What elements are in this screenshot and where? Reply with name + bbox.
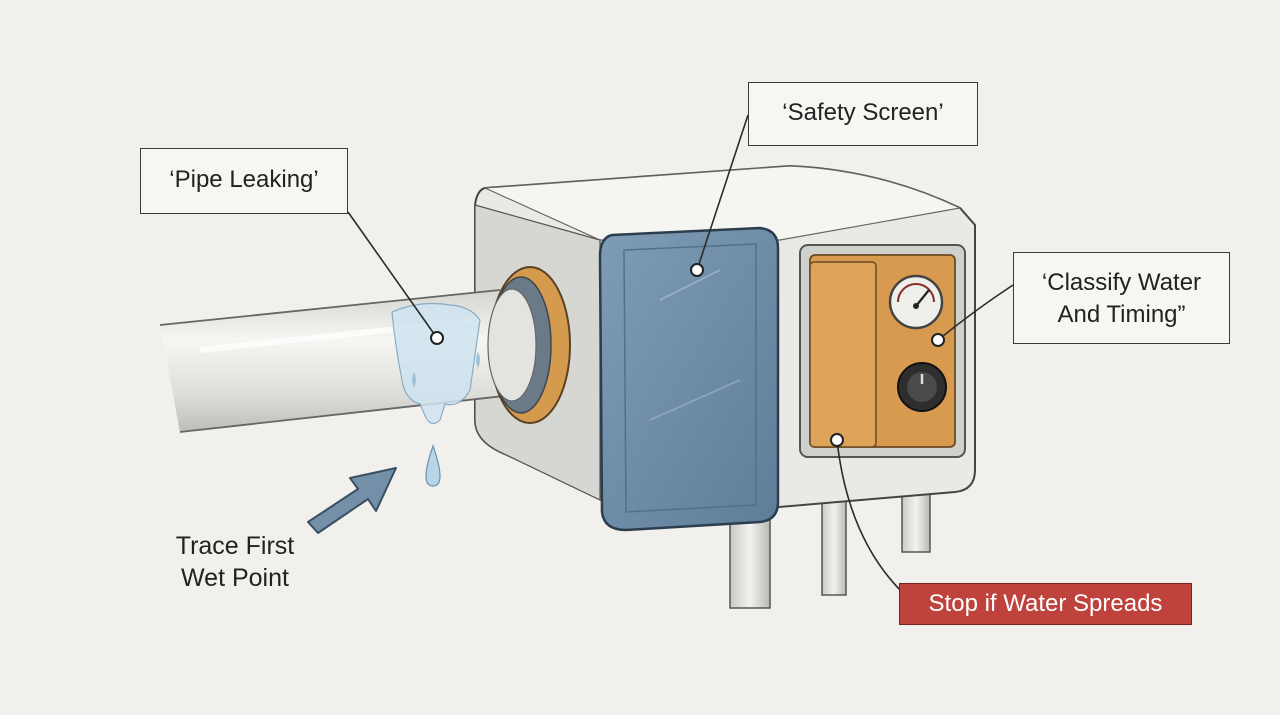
label-stop-spread-text: Stop if Water Spreads	[928, 590, 1163, 617]
trace-arrow-icon	[307, 467, 397, 534]
label-trace-wet-point: Trace First Wet Point	[150, 530, 320, 594]
label-stop-spread: Stop if Water Spreads	[899, 583, 1192, 625]
label-pipe-leaking-text: ‘Pipe Leaking’	[169, 166, 319, 193]
label-classify-line2: And Timing”	[1057, 301, 1186, 328]
label-trace-line2: Wet Point	[181, 564, 289, 592]
leader-classify-water	[937, 284, 1014, 341]
leak-water	[391, 302, 481, 487]
safety-screen-cover	[598, 226, 780, 532]
label-classify-water: ‘Classify Water And Timing”	[1013, 252, 1230, 344]
callout-dots	[430, 263, 945, 447]
leader-pipe-leaking	[347, 211, 438, 339]
label-trace-line1: Trace First	[175, 532, 295, 560]
leader-lines	[347, 114, 1014, 596]
leader-safety-screen	[696, 114, 749, 271]
control-panel	[799, 244, 966, 458]
water-drop	[425, 444, 441, 487]
label-safety-screen-text: ‘Safety Screen’	[782, 99, 944, 126]
leader-stop-spread	[836, 439, 906, 596]
knob-icon	[897, 362, 947, 412]
pipe-flange	[487, 266, 571, 424]
label-pipe-leaking: ‘Pipe Leaking’	[140, 148, 348, 214]
gauge-icon	[888, 274, 944, 330]
label-classify-line1: ‘Classify Water	[1041, 269, 1202, 296]
label-safety-screen: ‘Safety Screen’	[748, 82, 978, 146]
